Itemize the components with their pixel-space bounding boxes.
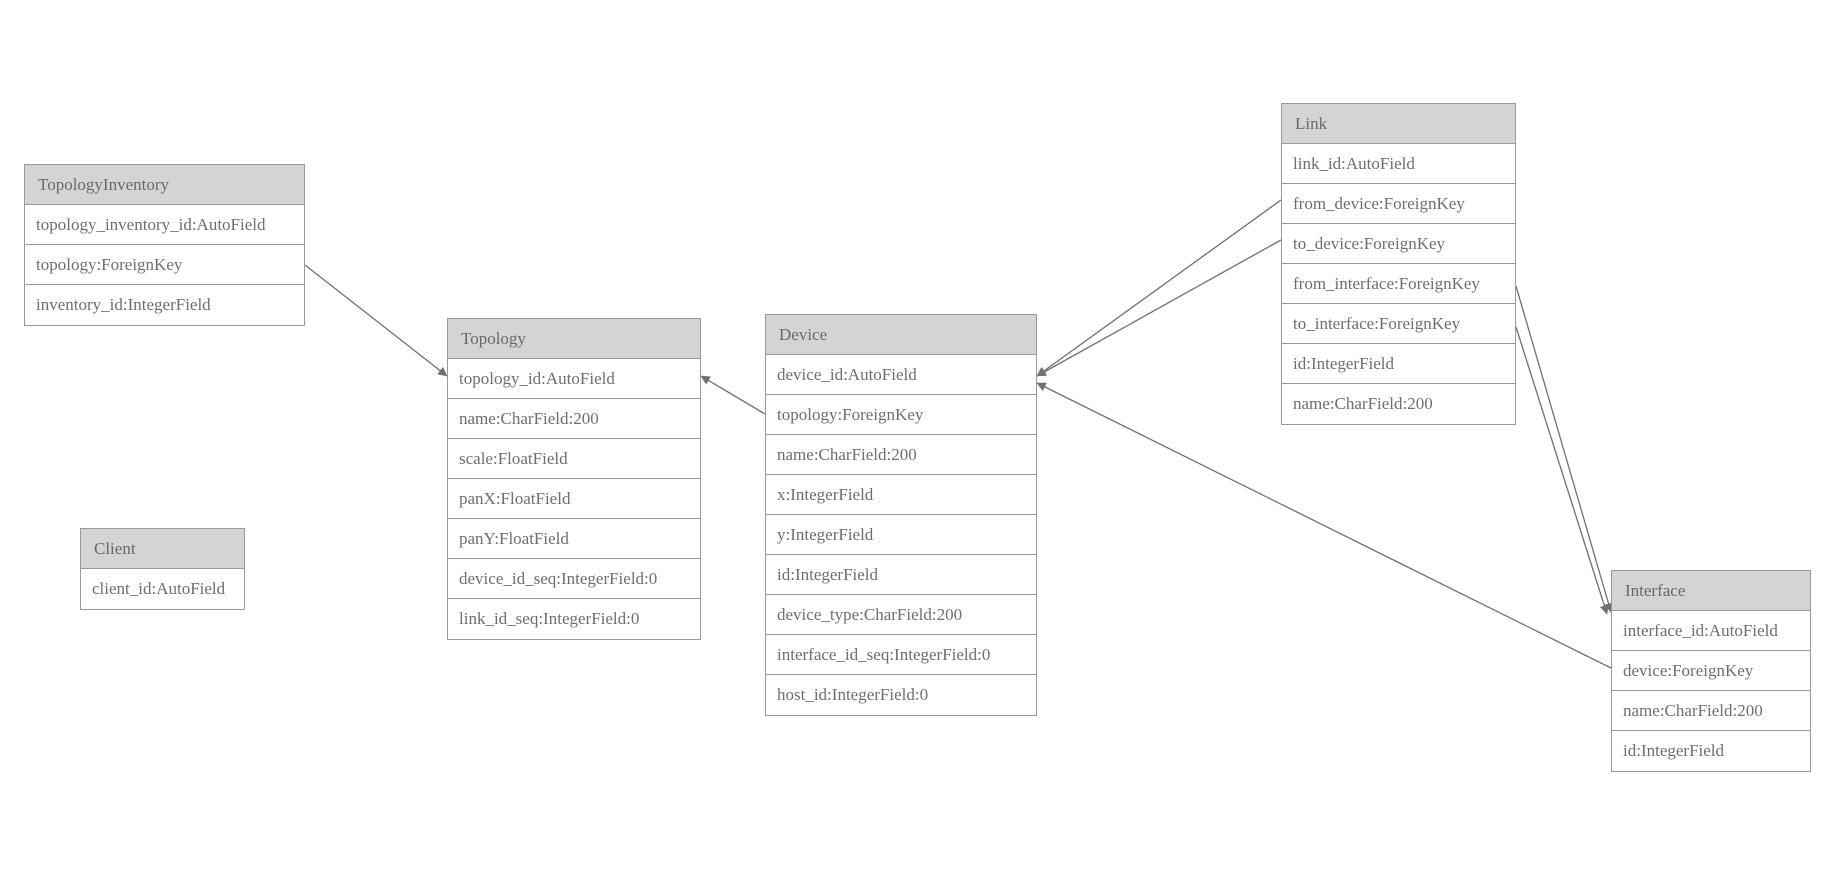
entity-field-row[interactable]: panY:FloatField bbox=[448, 519, 700, 559]
entity-title-client: Client bbox=[81, 529, 244, 569]
entity-title-topology: Topology bbox=[448, 319, 700, 359]
entity-field-row[interactable]: id:IntegerField bbox=[1282, 344, 1515, 384]
entity-field-row[interactable]: interface_id:AutoField bbox=[1612, 611, 1810, 651]
entity-field-row[interactable]: id:IntegerField bbox=[766, 555, 1036, 595]
entity-field-row[interactable]: x:IntegerField bbox=[766, 475, 1036, 515]
entity-field-row[interactable]: scale:FloatField bbox=[448, 439, 700, 479]
entity-field-row[interactable]: topology:ForeignKey bbox=[25, 245, 304, 285]
entity-field-row[interactable]: device:ForeignKey bbox=[1612, 651, 1810, 691]
entity-field-row[interactable]: inventory_id:IntegerField bbox=[25, 285, 304, 325]
entity-field-row[interactable]: topology_id:AutoField bbox=[448, 359, 700, 399]
entity-field-row[interactable]: from_device:ForeignKey bbox=[1282, 184, 1515, 224]
entity-field-row[interactable]: id:IntegerField bbox=[1612, 731, 1810, 771]
relationship-edge-link-to-interface[interactable] bbox=[1515, 326, 1609, 615]
entity-title-topology_inventory: TopologyInventory bbox=[25, 165, 304, 205]
entity-field-row[interactable]: client_id:AutoField bbox=[81, 569, 244, 609]
entity-field-row[interactable]: panX:FloatField bbox=[448, 479, 700, 519]
entity-field-row[interactable]: device_id_seq:IntegerField:0 bbox=[448, 559, 700, 599]
entity-field-row[interactable]: link_id_seq:IntegerField:0 bbox=[448, 599, 700, 639]
relationship-edge-link-from-interface[interactable] bbox=[1515, 285, 1614, 613]
relationship-edge-interface-device[interactable] bbox=[1036, 382, 1612, 669]
entity-field-row[interactable]: name:CharField:200 bbox=[1282, 384, 1515, 424]
entity-field-row[interactable]: device_type:CharField:200 bbox=[766, 595, 1036, 635]
relationship-edge-link-to-device[interactable] bbox=[1036, 239, 1282, 377]
entity-field-row[interactable]: y:IntegerField bbox=[766, 515, 1036, 555]
entity-title-device: Device bbox=[766, 315, 1036, 355]
relationship-edge-topologyinventory-topology[interactable] bbox=[304, 264, 448, 377]
entity-field-row[interactable]: host_id:IntegerField:0 bbox=[766, 675, 1036, 715]
entity-field-row[interactable]: to_device:ForeignKey bbox=[1282, 224, 1515, 264]
entity-field-row[interactable]: to_interface:ForeignKey bbox=[1282, 304, 1515, 344]
entity-field-row[interactable]: topology_inventory_id:AutoField bbox=[25, 205, 304, 245]
relationship-edge-link-from-device[interactable] bbox=[1036, 199, 1282, 377]
entity-title-link: Link bbox=[1282, 104, 1515, 144]
entity-field-row[interactable]: name:CharField:200 bbox=[448, 399, 700, 439]
entity-title-interface: Interface bbox=[1612, 571, 1810, 611]
entity-field-row[interactable]: topology:ForeignKey bbox=[766, 395, 1036, 435]
entity-field-row[interactable]: link_id:AutoField bbox=[1282, 144, 1515, 184]
entity-field-row[interactable]: name:CharField:200 bbox=[766, 435, 1036, 475]
entity-field-row[interactable]: device_id:AutoField bbox=[766, 355, 1036, 395]
entity-field-row[interactable]: name:CharField:200 bbox=[1612, 691, 1810, 731]
relationship-edge-device-topology[interactable] bbox=[700, 375, 766, 415]
entity-field-row[interactable]: from_interface:ForeignKey bbox=[1282, 264, 1515, 304]
entity-field-row[interactable]: interface_id_seq:IntegerField:0 bbox=[766, 635, 1036, 675]
